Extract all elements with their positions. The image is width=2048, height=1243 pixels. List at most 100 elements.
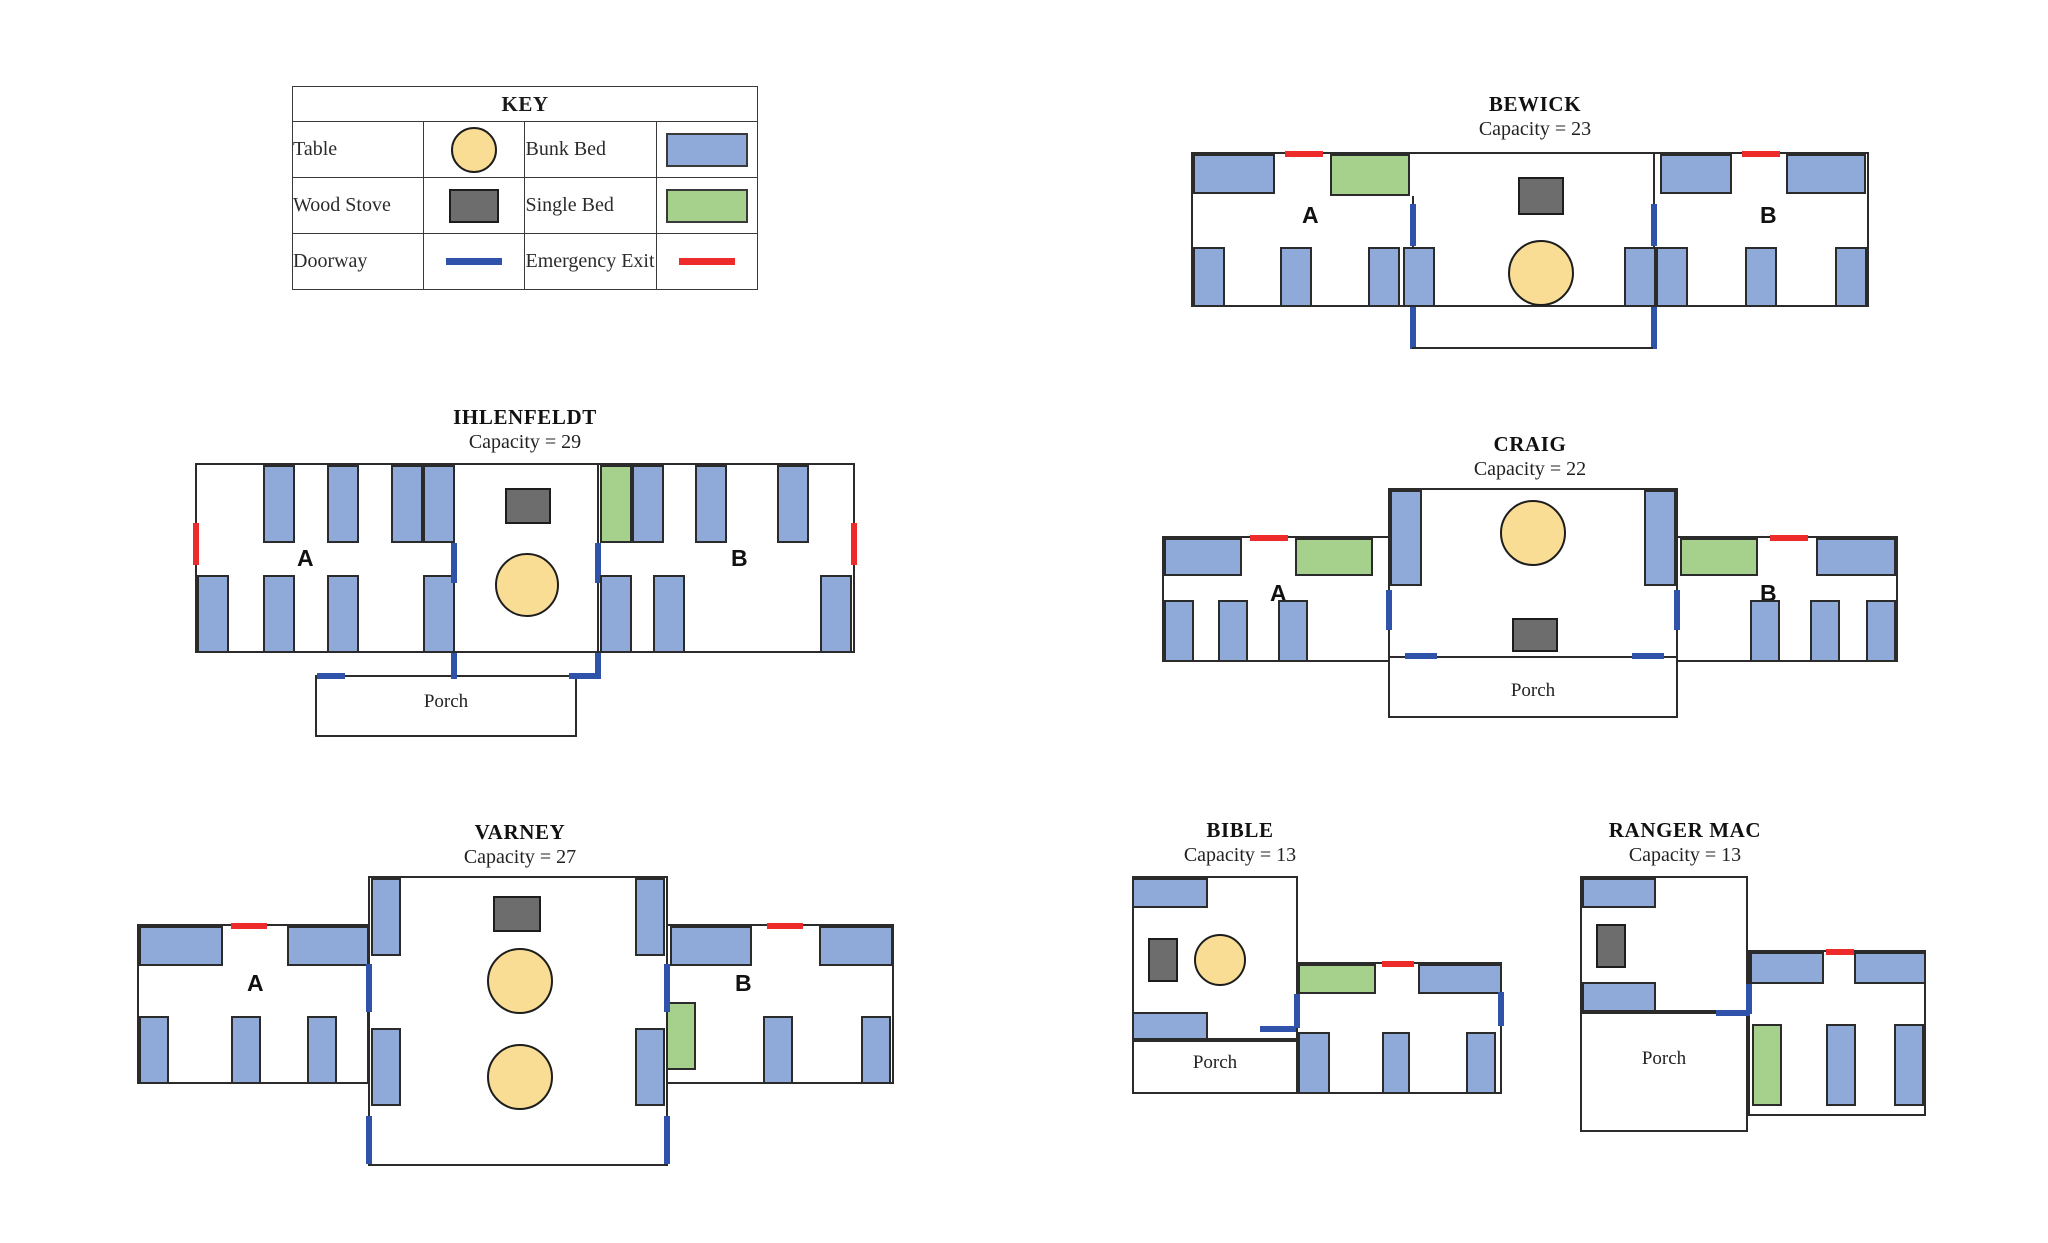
room-label-a: A xyxy=(297,545,314,571)
emergency-exit xyxy=(851,523,857,565)
bunk-bed xyxy=(695,465,727,543)
table-circle-icon xyxy=(451,126,498,173)
doorway xyxy=(1674,590,1680,630)
bunk-bed xyxy=(1278,600,1308,662)
bunk-bed-swatch-icon xyxy=(665,132,748,167)
bunk-bed xyxy=(139,1016,169,1084)
bunk-bed xyxy=(1835,247,1867,307)
bunk-bed xyxy=(139,926,223,966)
bunk-bed xyxy=(763,1016,793,1084)
bunk-bed xyxy=(1582,982,1656,1012)
doorway xyxy=(1716,1010,1750,1016)
key-swatch-bunk-bed xyxy=(655,121,759,178)
key-swatch-doorway xyxy=(423,233,526,290)
doorway xyxy=(569,673,597,679)
doorway xyxy=(366,1116,372,1164)
bunk-bed xyxy=(287,926,369,966)
single-bed xyxy=(1680,538,1758,576)
key-swatch-single-bed xyxy=(655,177,759,234)
key-label-table: Table xyxy=(291,121,425,178)
bunk-bed xyxy=(263,575,295,653)
bunk-bed xyxy=(635,878,665,956)
cabin-title-bewick: BEWICK xyxy=(1488,92,1582,116)
doorway xyxy=(1746,984,1752,1014)
key-row: Doorway Emergency Exit xyxy=(291,233,759,290)
doorway xyxy=(1386,590,1392,630)
bunk-bed xyxy=(1660,154,1732,194)
doorway xyxy=(1260,1026,1296,1032)
cabin-title-craig: CRAIG xyxy=(1493,432,1567,456)
wood-stove xyxy=(505,488,551,524)
interior-wall xyxy=(1388,656,1678,659)
emergency-exit xyxy=(1285,151,1323,157)
cabin-capacity-bewick: Capacity = 23 xyxy=(1478,118,1592,140)
key-swatch-wood-stove xyxy=(423,177,526,234)
bunk-bed xyxy=(777,465,809,543)
room-label-b: B xyxy=(1760,202,1777,228)
bunk-bed xyxy=(1164,538,1242,576)
bunk-bed xyxy=(1390,490,1422,586)
porch-label: Porch xyxy=(1510,680,1556,701)
exterior-wall xyxy=(1412,347,1653,350)
wood-stove xyxy=(1596,924,1626,968)
bunk-bed xyxy=(1298,1032,1330,1094)
bunk-bed xyxy=(1656,247,1688,307)
bunk-bed xyxy=(819,926,893,966)
wood-stove-icon xyxy=(449,188,500,223)
floorplan-ranger-mac: Porch xyxy=(1550,876,1950,1146)
cabin-varney: VARNEY Capacity = 27 A xyxy=(135,820,905,1170)
key-swatch-table xyxy=(423,121,526,178)
bunk-bed xyxy=(670,926,752,966)
key-label-single-bed: Single Bed xyxy=(524,177,657,234)
cabin-ihlenfeldt: IHLENFELDT Capacity = 29 A xyxy=(175,405,875,737)
bunk-bed xyxy=(1193,154,1275,194)
doorway xyxy=(366,964,372,1012)
bunk-bed xyxy=(632,465,664,543)
bunk-bed xyxy=(1403,247,1435,307)
floorplan-ihlenfeldt: A B Po xyxy=(175,463,875,737)
porch xyxy=(315,675,577,737)
cabin-capacity-ranger-mac: Capacity = 13 xyxy=(1628,844,1742,866)
bunk-bed xyxy=(231,1016,261,1084)
porch xyxy=(1580,1012,1748,1132)
bunk-bed xyxy=(1866,600,1896,662)
wood-stove xyxy=(1148,938,1178,982)
single-bed xyxy=(666,1002,696,1070)
bunk-bed xyxy=(1750,952,1824,984)
single-bed xyxy=(1330,154,1410,196)
cabin-title-varney: VARNEY xyxy=(474,820,566,844)
table xyxy=(1500,500,1566,566)
table xyxy=(1194,934,1246,986)
bunk-bed xyxy=(371,878,401,956)
interior-wall xyxy=(1653,152,1656,248)
bunk-bed xyxy=(197,575,229,653)
cabin-bible: BIBLE Capacity = 13 Porch xyxy=(1130,818,1520,1148)
key-legend-table: KEY Table Bunk Bed Wood Stove Single Bed… xyxy=(291,86,759,290)
single-bed xyxy=(1298,964,1376,994)
cabin-ranger-mac: RANGER MAC Capacity = 13 Porch xyxy=(1550,818,1950,1148)
doorway xyxy=(1405,653,1437,659)
doorway xyxy=(451,653,457,679)
bunk-bed xyxy=(1368,247,1400,307)
porch-label: Porch xyxy=(423,691,469,712)
floorplan-craig: A Porch B xyxy=(1160,488,1900,742)
porch xyxy=(1132,1040,1298,1094)
bunk-bed xyxy=(1624,247,1656,307)
floorplan-bible: Porch xyxy=(1130,876,1520,1146)
cabin-title-ranger-mac: RANGER MAC xyxy=(1608,818,1762,842)
doorway xyxy=(317,673,345,679)
room-label-b: B xyxy=(731,545,748,571)
bunk-bed xyxy=(1418,964,1502,994)
key-label-emergency-exit: Emergency Exit xyxy=(524,233,657,290)
emergency-exit xyxy=(767,923,803,929)
room-label-a: A xyxy=(1270,580,1287,606)
bunk-bed xyxy=(327,465,359,543)
bunk-bed xyxy=(1132,878,1208,908)
room-label-b: B xyxy=(735,970,752,996)
bunk-bed xyxy=(1826,1024,1856,1106)
bunk-bed xyxy=(307,1016,337,1084)
wood-stove xyxy=(1518,177,1564,215)
bunk-bed xyxy=(1132,1012,1208,1040)
emergency-exit xyxy=(1742,151,1780,157)
table xyxy=(495,553,559,617)
